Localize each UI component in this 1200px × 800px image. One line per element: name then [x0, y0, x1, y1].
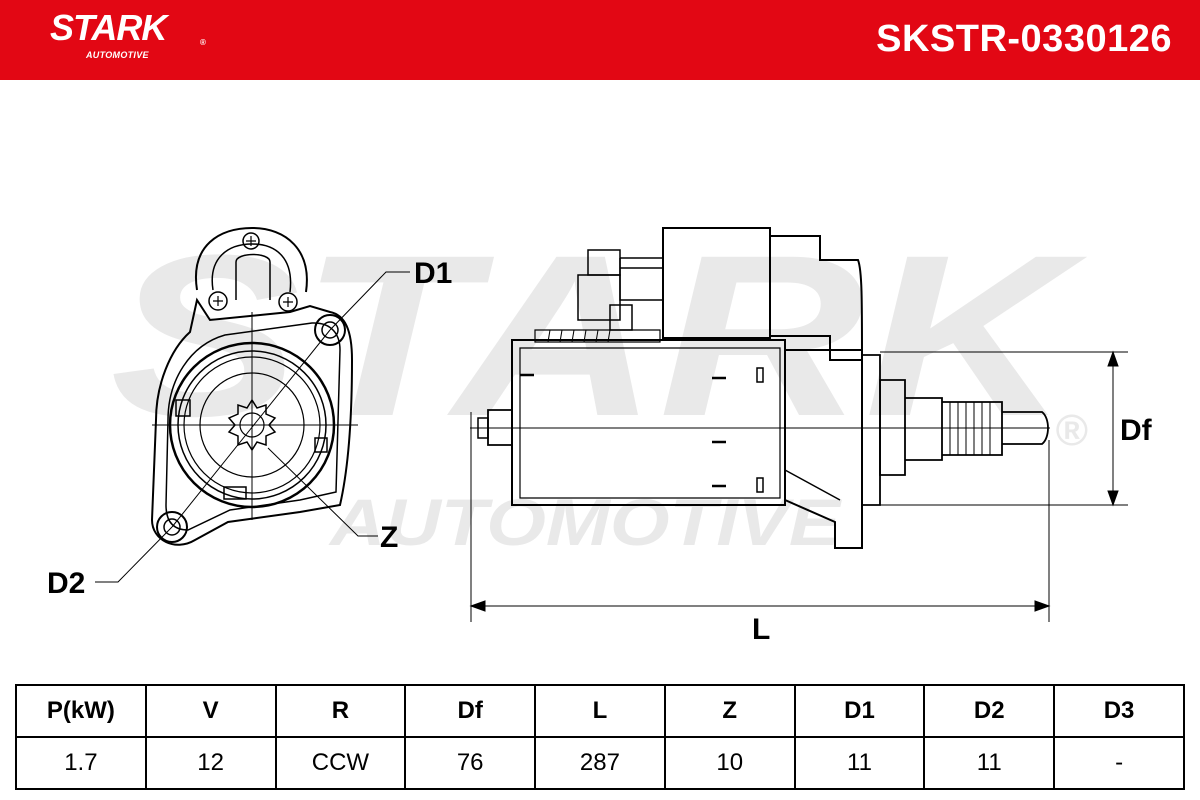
spec-value-cell: 12	[144, 736, 277, 790]
spec-value-cell: 287	[534, 736, 666, 790]
spec-header-cell: Df	[404, 684, 537, 738]
spec-value-cell: 76	[404, 736, 537, 790]
brand-subtitle: AUTOMOTIVE	[86, 50, 149, 60]
spec-header-cell: D3	[1053, 684, 1185, 738]
spec-header-cell: D1	[793, 684, 926, 738]
side-view	[470, 227, 1050, 549]
technical-drawing: STARK AUTOMOTIVE ®	[47, 207, 1153, 646]
spec-header-cell: R	[274, 684, 407, 738]
dimension-labels: D1 D2 Z Df L	[47, 257, 1153, 646]
label-df: Df	[1120, 414, 1153, 447]
front-view	[150, 226, 358, 546]
spec-header-cell: P(kW)	[15, 684, 147, 738]
spec-table: P(kW) V R Df L Z D1 D2 D3 1.7 12 CCW 76 …	[15, 684, 1185, 790]
header-bar: STARK ® AUTOMOTIVE SKSTR-0330126	[0, 0, 1200, 80]
spec-value-cell: 11	[923, 736, 1056, 790]
spec-value-cell: CCW	[274, 736, 407, 790]
brand-registered-mark: ®	[200, 38, 206, 47]
watermark-sub-text: AUTOMOTIVE	[328, 485, 843, 559]
watermark-registered-mark: ®	[1055, 406, 1088, 455]
spec-header-cell: V	[144, 684, 277, 738]
spec-value-cell: 1.7	[15, 736, 147, 790]
brand-logo: STARK ® AUTOMOTIVE	[50, 7, 206, 61]
spec-header-cell: D2	[923, 684, 1056, 738]
spec-header-row: P(kW) V R Df L Z D1 D2 D3	[15, 684, 1185, 738]
spec-value-row: 1.7 12 CCW 76 287 10 11 11 -	[15, 736, 1185, 790]
dimension-lines	[95, 271, 1128, 622]
label-l: L	[752, 613, 770, 646]
brand-name: STARK	[50, 7, 167, 48]
spec-value-cell: 11	[793, 736, 926, 790]
label-d2: D2	[47, 567, 85, 600]
spec-value-cell: -	[1053, 736, 1185, 790]
label-z: Z	[380, 521, 398, 554]
spec-value-cell: 10	[663, 736, 796, 790]
part-number: SKSTR-0330126	[876, 18, 1172, 60]
spec-header-cell: Z	[663, 684, 796, 738]
label-d1: D1	[414, 257, 452, 290]
spec-header-cell: L	[534, 684, 666, 738]
